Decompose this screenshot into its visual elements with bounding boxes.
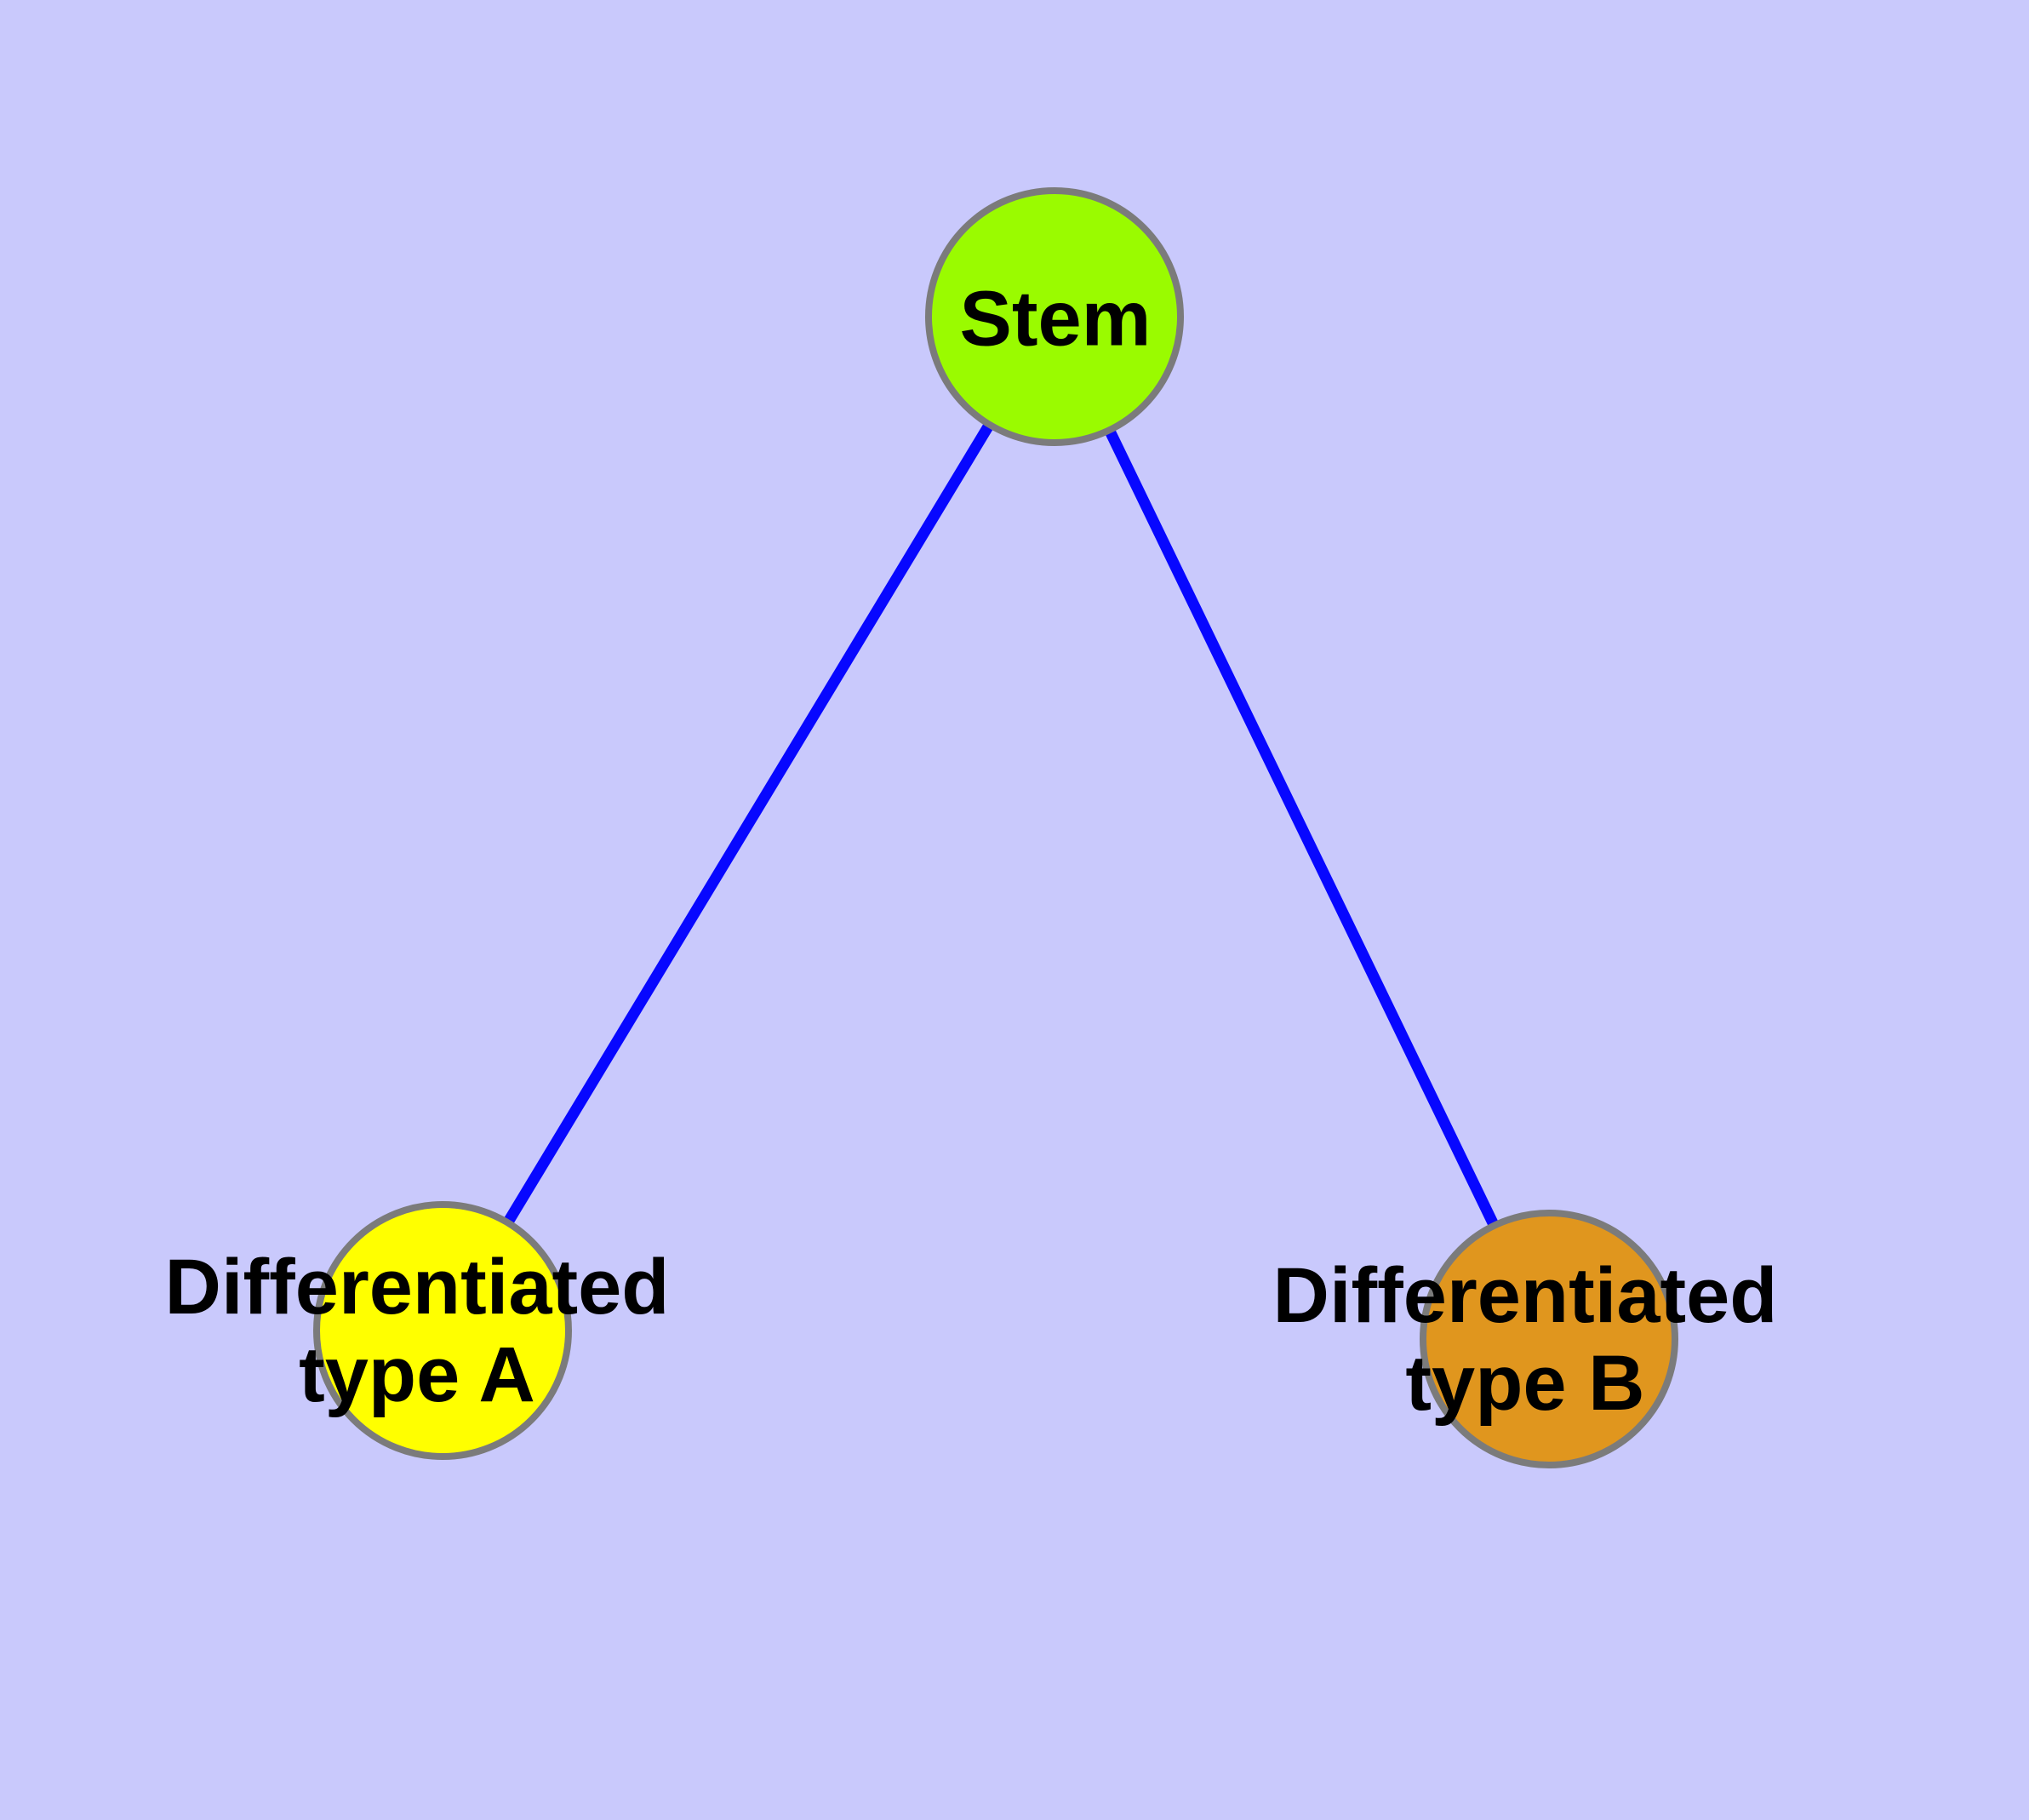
node-stem-circle (925, 187, 1184, 446)
node-type-b-label-line2: type B (1405, 1340, 1645, 1427)
node-differentiated-type-a-circle (313, 1201, 572, 1460)
node-type-b-label-line1: Differentiated (1272, 1252, 1778, 1339)
node-stem-label: Stem (960, 276, 1152, 363)
edge-stem-to-type-a (437, 313, 1060, 1334)
edge-stem-to-type-b (1049, 314, 1554, 1342)
node-stem-label-line: Stem (959, 275, 1152, 363)
node-differentiated-type-a-label: Differentiated type A (165, 1244, 670, 1419)
node-type-a-label-line1: Differentiated (164, 1244, 670, 1331)
node-type-a-label-line2: type A (299, 1331, 535, 1418)
node-differentiated-type-b-label: Differentiated type B (1273, 1252, 1778, 1428)
node-differentiated-type-b-circle (1420, 1210, 1678, 1468)
